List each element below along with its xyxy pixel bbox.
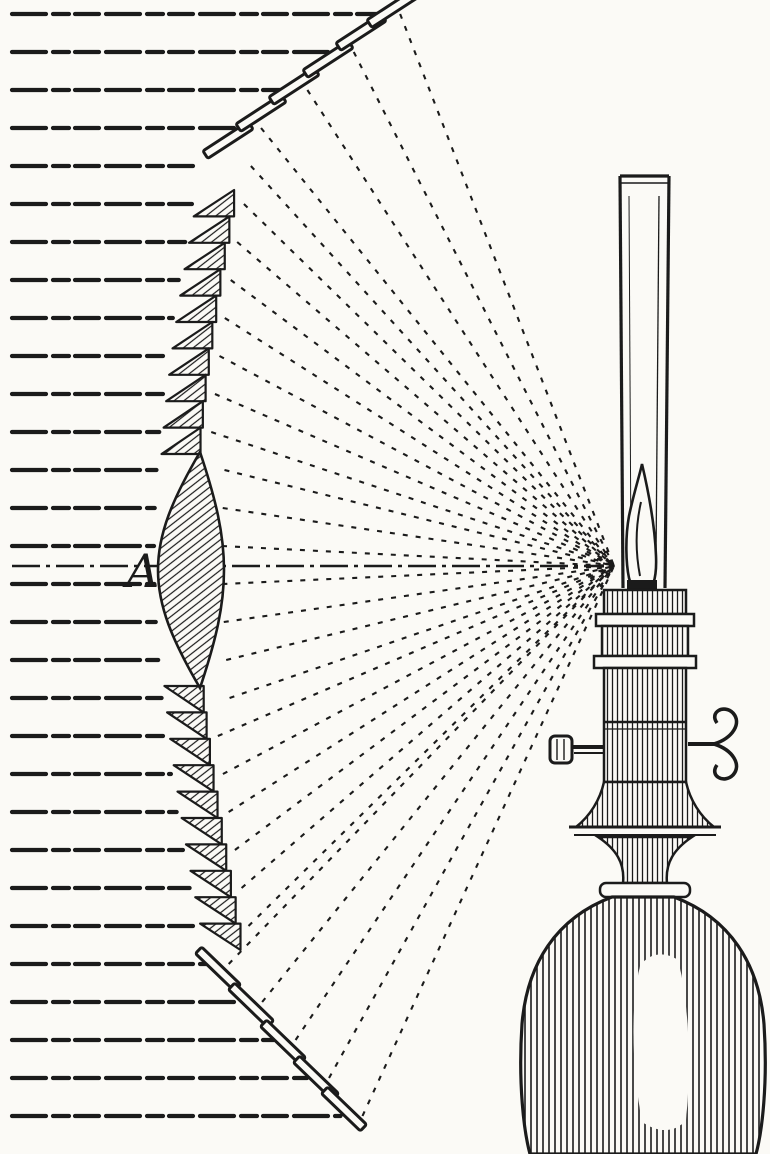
lamp-burner: [569, 588, 721, 836]
fresnel-prism: [176, 790, 219, 820]
fresnel-prism: [179, 268, 222, 297]
incoming-parallel-rays: [9, 11, 381, 1119]
flame-core: [635, 501, 642, 577]
converging-light-ray: [230, 279, 615, 567]
knob-knurling: [556, 739, 565, 760]
converging-light-ray: [222, 565, 615, 775]
fresnel-prism: [160, 426, 202, 456]
fresnel-prism: [163, 684, 205, 714]
scroll-upper-curl: [713, 707, 739, 746]
chimney-shading: [655, 195, 660, 561]
burner-gallery: [602, 588, 688, 616]
fresnel-prism: [194, 896, 237, 925]
converging-light-ray: [229, 565, 615, 699]
converging-light-ray: [210, 431, 615, 567]
converging-light-ray: [243, 203, 615, 567]
fresnel-prism: [192, 188, 236, 218]
converging-light-ray: [234, 565, 615, 851]
fresnel-prism: [171, 320, 214, 350]
fresnel-prism: [180, 816, 223, 846]
fresnel-prism: [183, 241, 226, 271]
chimney-left-wall: [618, 175, 625, 589]
fresnel-prism: [175, 294, 218, 324]
converging-light-ray: [217, 565, 615, 737]
converging-light-ray: [361, 565, 615, 1117]
wick-adjuster-knob: [548, 734, 604, 765]
burner-column: [602, 666, 688, 784]
converging-light-ray: [228, 565, 615, 813]
base-waist: [593, 835, 697, 885]
fresnel-prism: [187, 215, 231, 244]
knob-disc: [548, 734, 574, 765]
lamp-chimney: [618, 174, 671, 589]
converging-light-ray: [236, 241, 615, 567]
fresnel-prism: [189, 869, 232, 899]
fresnel-lens-assembly: [156, 0, 418, 1132]
converging-light-ray: [227, 565, 615, 965]
lens-label: A: [122, 544, 159, 598]
converging-light-ray: [240, 565, 615, 889]
converging-light-ray: [219, 355, 615, 567]
converging-light-ray: [222, 506, 615, 568]
burner-flange-upper: [594, 612, 696, 628]
base-collar: [598, 881, 692, 899]
reflector-slat: [366, 0, 418, 29]
fresnel-prism: [169, 737, 211, 767]
chimney-shading: [628, 195, 632, 561]
chimney-right-wall: [663, 175, 671, 589]
converging-light-ray: [250, 165, 615, 567]
fresnel-prism: [172, 764, 215, 793]
converging-light-ray: [224, 468, 615, 568]
scroll-lower-curl: [713, 742, 739, 781]
scroll-ornament: [688, 707, 739, 781]
burner-flange-lower: [592, 654, 698, 670]
converging-light-ray: [352, 51, 615, 567]
converging-light-ray: [294, 565, 615, 1041]
converging-light-ray: [224, 317, 615, 567]
converging-light-ray: [261, 565, 615, 1003]
converging-light-ray: [222, 564, 615, 586]
fresnel-prism: [168, 347, 210, 376]
burner-band: [600, 624, 690, 658]
burner-skirt: [572, 780, 718, 829]
converging-light-ray: [225, 564, 615, 662]
converging-light-ray: [399, 13, 615, 567]
fresnel-prism: [166, 711, 208, 740]
converging-light-ray: [214, 393, 615, 567]
fresnel-prism: [184, 843, 228, 872]
converging-rays-fan: [12, 13, 615, 1117]
oil-lamp: [519, 174, 767, 1154]
base-highlight: [633, 954, 689, 1131]
fresnel-prism: [162, 400, 204, 429]
reflector-slat: [320, 1086, 368, 1132]
lamp-base: [519, 835, 767, 1154]
central-lens: [156, 448, 226, 692]
converging-light-ray: [221, 544, 615, 568]
fresnel-prism: [198, 922, 242, 952]
fresnel-prism: [165, 373, 207, 403]
converging-light-ray: [223, 564, 615, 624]
converging-light-ray: [306, 89, 615, 567]
converging-light-ray: [260, 127, 615, 567]
